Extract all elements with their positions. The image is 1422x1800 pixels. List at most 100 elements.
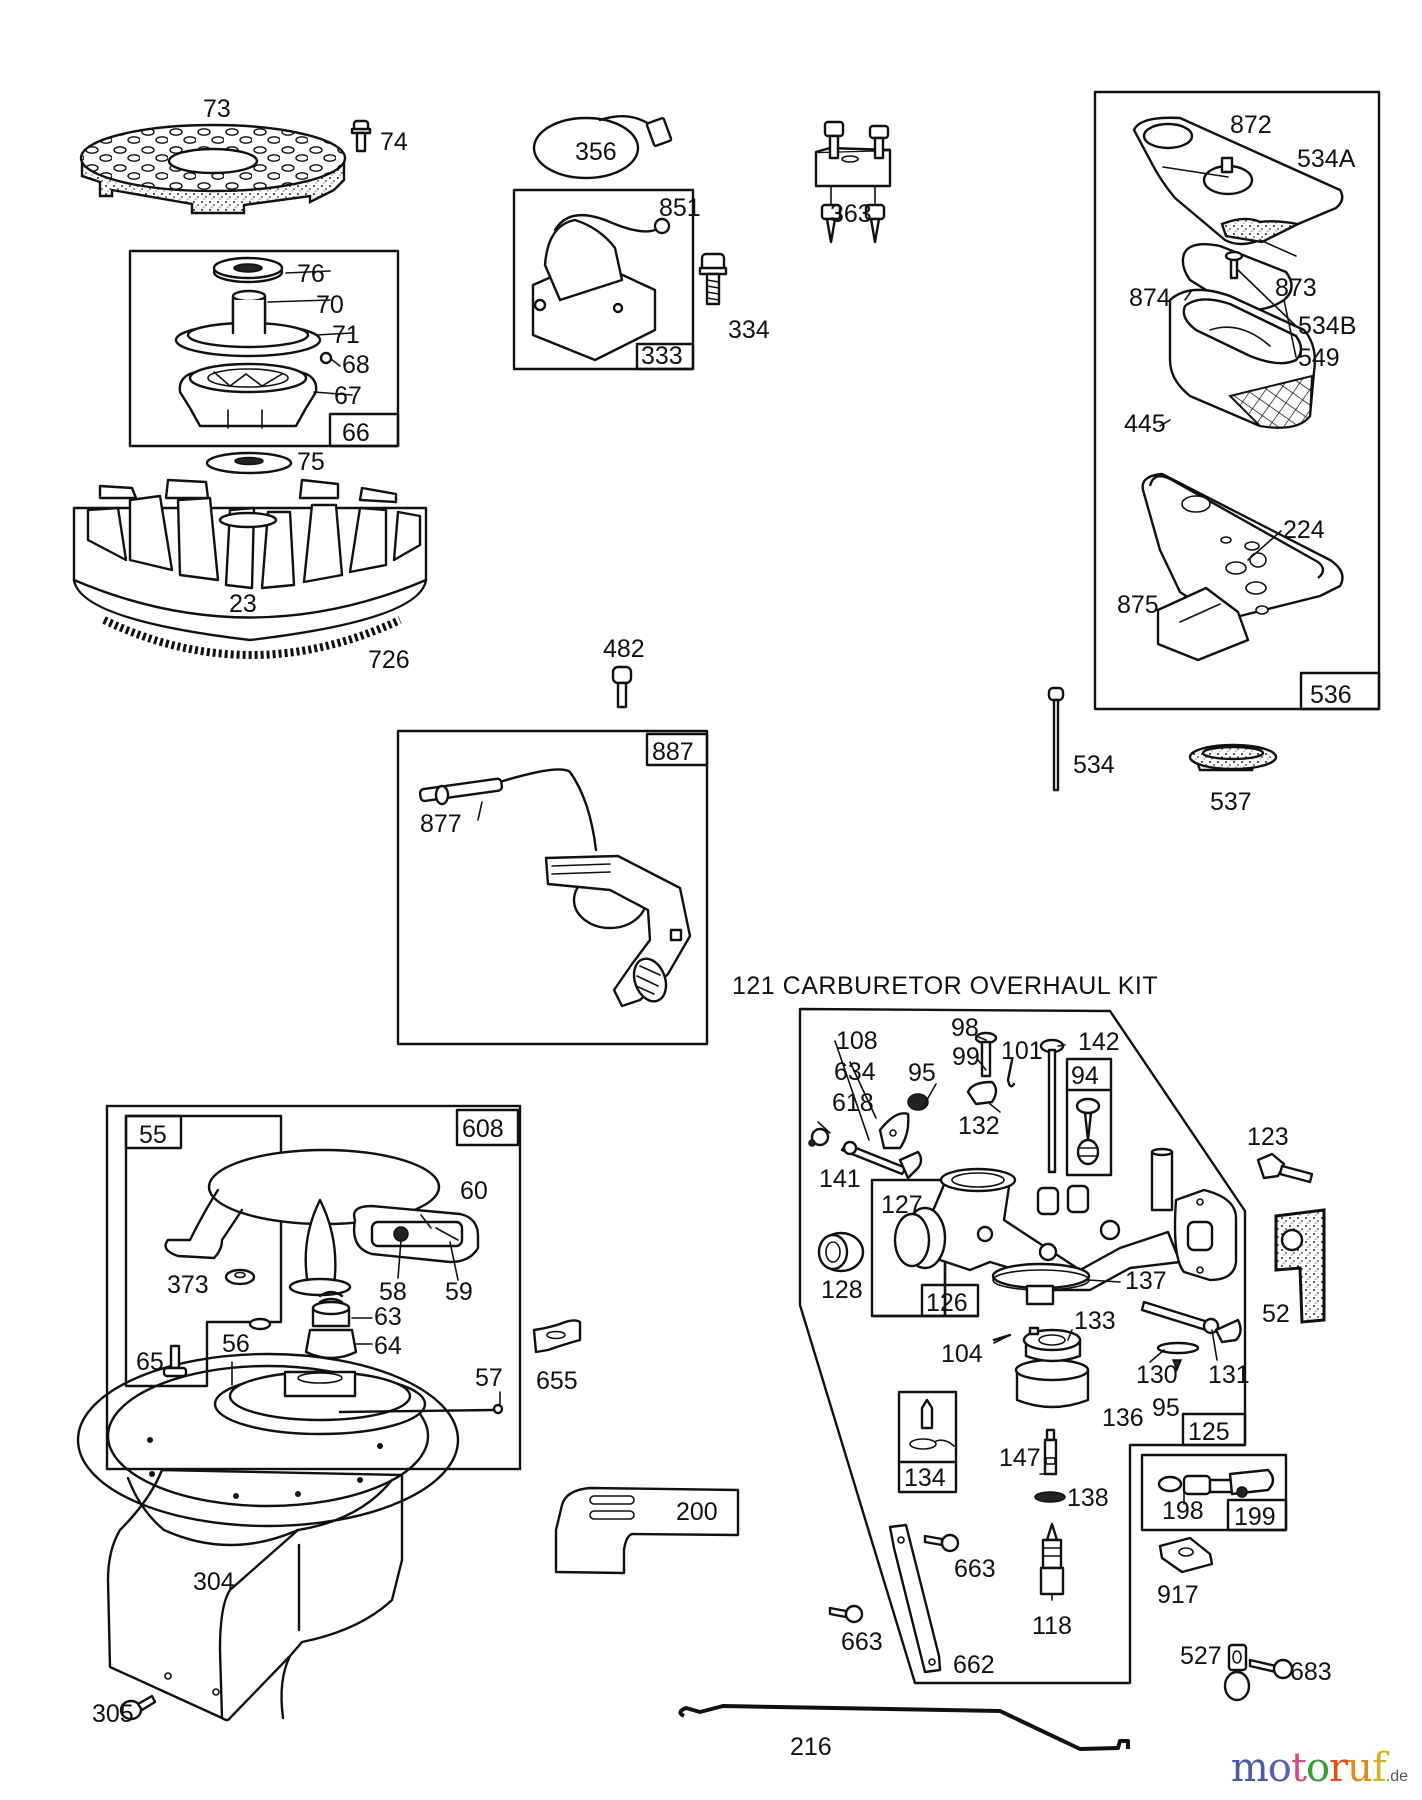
part-534-rod[interactable] [1047,686,1065,792]
callout-starter[interactable]: 65 [136,1348,164,1376]
part-75-washer[interactable] [205,451,293,475]
part-683-screw[interactable] [1248,1658,1294,1680]
box-66-clutch[interactable] [128,249,400,448]
box-label-333[interactable]: 333 [641,342,683,370]
callout-carburetor[interactable]: 141 [819,1165,861,1193]
part-482-bolt[interactable] [611,665,633,709]
part-334-bolt[interactable] [698,252,728,306]
callout-air-cleaner[interactable]: 534A [1297,145,1356,173]
box-199-fitting-kit[interactable] [1140,1453,1288,1532]
callout-carburetor[interactable]: 216 [790,1733,832,1761]
callout-air-cleaner[interactable]: 224 [1283,516,1325,544]
part-108-choke-plate[interactable] [878,1112,910,1150]
callout-carburetor[interactable]: 101 [1001,1037,1043,1065]
part-200-baffle[interactable] [554,1486,740,1575]
callout-starter[interactable]: 60 [460,1177,488,1205]
callout-carburetor[interactable]: 123 [1247,1123,1289,1151]
callout-flywheel[interactable]: 70 [316,291,344,319]
callout-carburetor[interactable]: 98 [951,1014,979,1042]
callout-carburetor[interactable]: 130 [1136,1361,1178,1389]
callout-air-cleaner[interactable]: 534 [1073,751,1115,779]
callout-carburetor[interactable]: 104 [941,1340,983,1368]
callout-carburetor[interactable]: 52 [1262,1300,1290,1328]
callout-starter[interactable]: 58 [379,1278,407,1306]
callout-carburetor[interactable]: 127 [881,1191,923,1219]
callout-flywheel[interactable]: 726 [368,646,410,674]
callout-carburetor[interactable]: 663 [841,1628,883,1656]
part-147-jet[interactable] [1043,1428,1058,1476]
callout-flywheel[interactable]: 73 [203,95,231,123]
callout-starter[interactable]: 64 [374,1332,402,1360]
callout-carburetor[interactable]: 132 [958,1112,1000,1140]
part-138-washer[interactable] [1034,1491,1066,1503]
box-label-536[interactable]: 536 [1310,681,1352,709]
box-label-134[interactable]: 134 [904,1464,946,1492]
callout-starter[interactable]: 57 [475,1364,503,1392]
part-917-clip[interactable] [1158,1536,1214,1574]
callout-ignition[interactable]: 363 [830,200,872,228]
part-363-bracket[interactable] [814,120,892,244]
part-73-screen[interactable] [79,123,347,215]
part-527-clamp[interactable] [1223,1643,1251,1702]
callout-starter[interactable]: 200 [676,1498,718,1526]
callout-carburetor[interactable]: 95 [1152,1394,1180,1422]
callout-flywheel[interactable]: 74 [380,128,408,156]
callout-flywheel[interactable]: 76 [297,260,325,288]
box-label-66[interactable]: 66 [342,419,370,447]
callout-air-cleaner[interactable]: 875 [1117,591,1159,619]
part-74-bolt[interactable] [350,119,372,153]
box-536-air-cleaner[interactable] [1093,90,1381,711]
callout-flywheel[interactable]: 67 [334,382,362,410]
callout-carburetor[interactable]: 147 [999,1444,1041,1472]
part-872-cover[interactable] [1132,116,1344,246]
callout-alternator[interactable]: 482 [603,635,645,663]
part-663-screw[interactable] [923,1533,960,1553]
part-663-screw[interactable] [828,1604,864,1624]
callout-starter[interactable]: 373 [167,1271,209,1299]
part-131-throttle-shaft[interactable] [1140,1300,1242,1344]
box-label-199[interactable]: 199 [1234,1503,1276,1531]
box-label-887[interactable]: 887 [652,738,694,766]
part-130-throttle-plate[interactable] [1156,1341,1200,1373]
box-125-carburetor-kit[interactable] [798,1007,1247,1685]
part-95-screw[interactable] [907,1093,929,1111]
callout-starter[interactable]: 655 [536,1367,578,1395]
callout-starter[interactable]: 304 [193,1568,235,1596]
callout-air-cleaner[interactable]: 549 [1298,344,1340,372]
callout-ignition[interactable]: 851 [659,194,701,222]
part-662-link[interactable] [888,1523,942,1674]
box-label-94[interactable]: 94 [1071,1062,1099,1090]
part-141-shaft[interactable] [840,1140,923,1180]
callout-carburetor[interactable]: 133 [1074,1307,1116,1335]
part-305-screw[interactable] [119,1694,157,1721]
callout-carburetor[interactable]: 662 [953,1651,995,1679]
callout-air-cleaner[interactable]: 445 [1124,410,1166,438]
callout-flywheel[interactable]: 23 [229,590,257,618]
callout-carburetor[interactable]: 917 [1157,1581,1199,1609]
callout-carburetor[interactable]: 99 [952,1043,980,1071]
callout-starter[interactable]: 305 [92,1700,134,1728]
box-333-ignition[interactable] [512,188,695,371]
part-65-screw[interactable] [162,1344,188,1378]
callout-flywheel[interactable]: 71 [332,321,360,349]
callout-carburetor[interactable]: 142 [1078,1028,1120,1056]
part-56-pulley[interactable] [213,1370,504,1436]
part-445-filter[interactable] [1168,288,1317,429]
callout-carburetor[interactable]: 137 [1125,1267,1167,1295]
box-94-idle-valve[interactable] [1065,1057,1113,1177]
callout-carburetor[interactable]: 138 [1067,1484,1109,1512]
part-618-clip[interactable] [808,1127,830,1147]
part-356-wire[interactable] [532,114,673,180]
part-304-blower-housing[interactable] [76,1352,460,1722]
part-136-float-bowl[interactable] [1014,1326,1090,1409]
part-128-bushing[interactable] [817,1231,865,1273]
callout-alternator[interactable]: 877 [420,810,462,838]
callout-air-cleaner[interactable]: 873 [1275,274,1317,302]
callout-carburetor[interactable]: 634 [834,1058,876,1086]
callout-carburetor[interactable]: 131 [1208,1361,1250,1389]
part-655-clip[interactable] [532,1319,582,1354]
callout-carburetor[interactable]: 663 [954,1555,996,1583]
callout-starter[interactable]: 63 [374,1303,402,1331]
callout-carburetor[interactable]: 128 [821,1276,863,1304]
box-label-608[interactable]: 608 [462,1115,504,1143]
